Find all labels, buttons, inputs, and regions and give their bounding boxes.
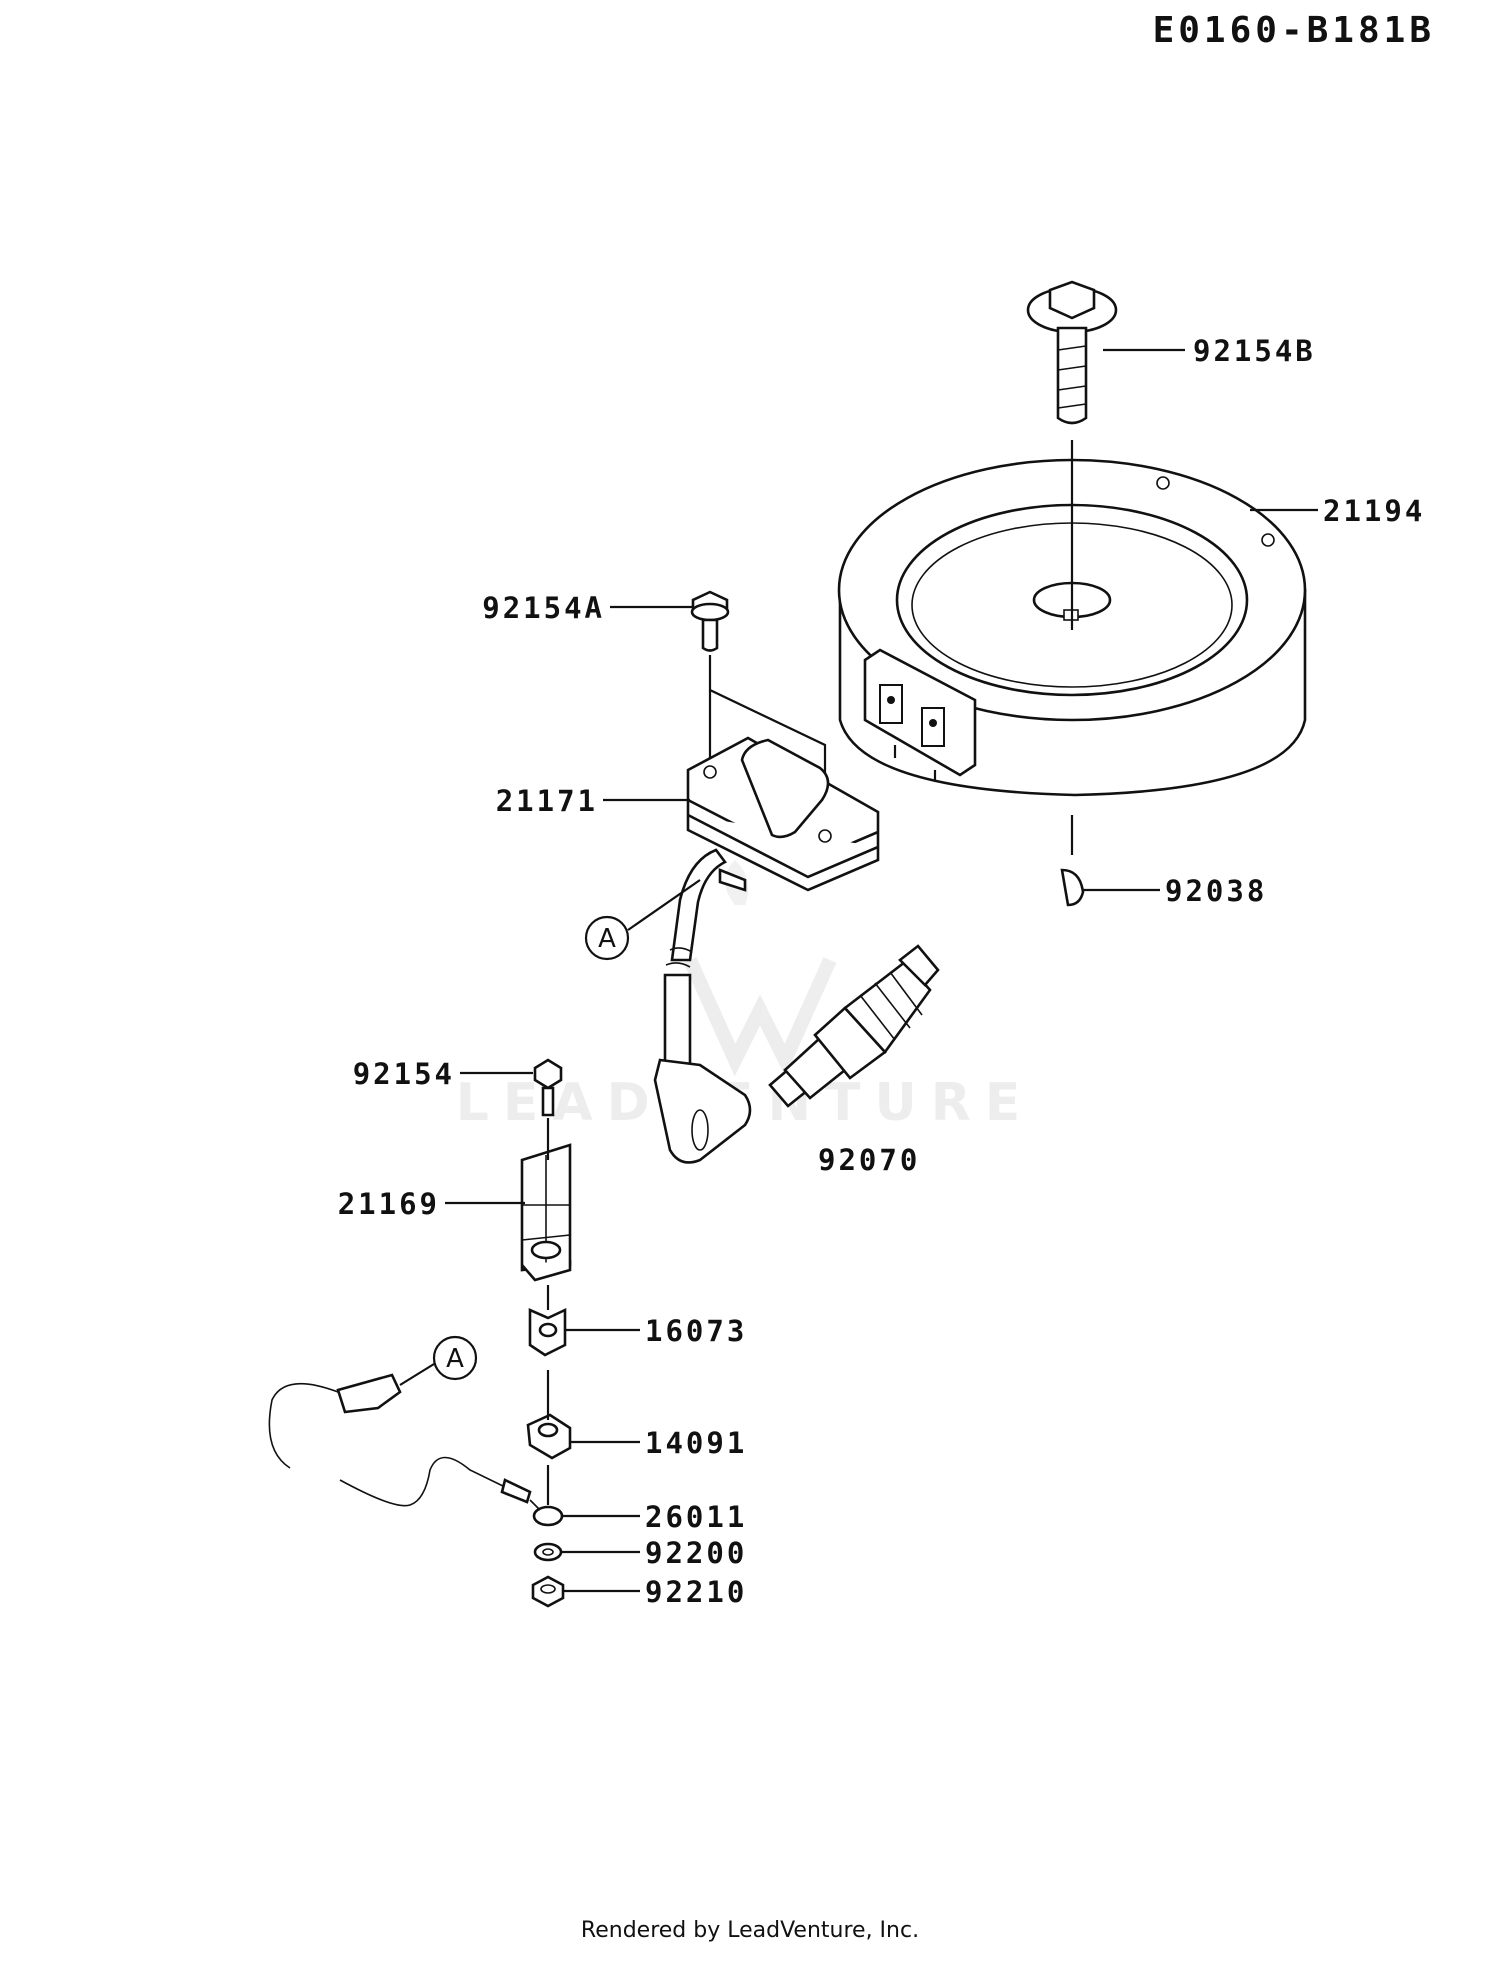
part-label-92070[interactable]: 92070 — [818, 1143, 920, 1177]
spark-plug-92070[interactable] — [768, 944, 940, 1108]
leader-lines — [445, 348, 1318, 1593]
reference-marker-label: A — [598, 924, 616, 954]
reference-a-upper-leader — [627, 879, 701, 931]
footer-credit: Rendered by LeadVenture, Inc. — [580, 1918, 920, 1943]
part-label-92038[interactable]: 92038 — [1165, 874, 1267, 908]
reference-a-lower-leader — [399, 1363, 435, 1386]
key-92038[interactable] — [1060, 868, 1085, 907]
part-label-21171[interactable]: 21171 — [496, 784, 598, 818]
part-label-14091[interactable]: 14091 — [645, 1426, 747, 1460]
bolt-92154b[interactable] — [1026, 280, 1118, 425]
part-label-92154b[interactable]: 92154B — [1193, 334, 1316, 368]
part-label-16073[interactable]: 16073 — [645, 1314, 747, 1348]
part-label-92154[interactable]: 92154 — [353, 1057, 455, 1091]
part-label-92154a[interactable]: 92154A — [482, 591, 605, 625]
part-label-92200[interactable]: 92200 — [645, 1536, 747, 1570]
ignition-coil-21171[interactable] — [686, 736, 880, 892]
nut-92210[interactable] — [531, 1575, 565, 1608]
part-label-26011[interactable]: 26011 — [645, 1500, 747, 1534]
reference-marker-a-lower: A — [432, 1335, 478, 1381]
bolt-92154[interactable] — [533, 1058, 563, 1117]
part-label-21169[interactable]: 21169 — [338, 1187, 440, 1221]
lead-wire-26011[interactable] — [268, 1373, 564, 1527]
reference-marker-label: A — [446, 1344, 464, 1374]
diagram-code: E0160-B181B — [1153, 10, 1435, 51]
reference-marker-a-upper: A — [584, 915, 630, 961]
washer-92200[interactable] — [533, 1542, 563, 1562]
plate-21169[interactable] — [520, 1143, 572, 1282]
part-label-92210[interactable]: 92210 — [645, 1575, 747, 1609]
part-label-21194[interactable]: 21194 — [1323, 494, 1425, 528]
ignition-lead[interactable] — [653, 848, 752, 1164]
clip-16073[interactable] — [528, 1307, 567, 1357]
bushing-14091[interactable] — [526, 1413, 572, 1460]
bolt-92154a[interactable] — [690, 590, 730, 652]
